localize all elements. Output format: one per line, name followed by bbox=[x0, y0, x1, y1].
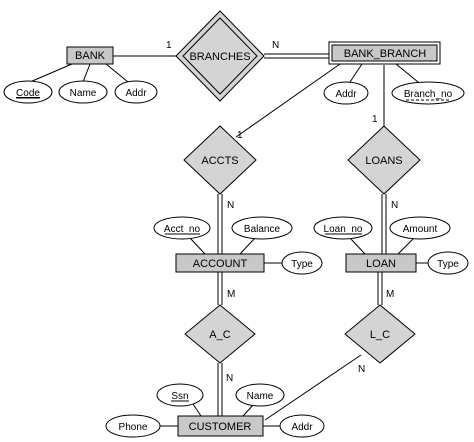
attribute-ssn-label: Ssn bbox=[171, 391, 188, 402]
entity-account-label: ACCOUNT bbox=[193, 258, 248, 270]
attribute-customer-addr: Addr bbox=[279, 414, 325, 438]
cardinality-branch-accts: 1 bbox=[237, 130, 243, 141]
attribute-bank-name: Name bbox=[58, 80, 108, 104]
entity-bank: BANK bbox=[66, 46, 114, 65]
entity-account: ACCOUNT bbox=[175, 253, 265, 273]
relationship-a-c: A_C bbox=[184, 304, 256, 364]
attribute-account-type-label: Type bbox=[291, 259, 313, 270]
attribute-phone-label: Phone bbox=[119, 422, 148, 433]
entity-loan: LOAN bbox=[345, 253, 417, 273]
attribute-loan-no: Loan_no bbox=[313, 216, 373, 240]
relationship-loans-label: LOANS bbox=[365, 155, 402, 167]
cardinality-loans-loan: N bbox=[391, 200, 398, 211]
attribute-bank-addr: Addr bbox=[114, 80, 158, 104]
cardinality-loan-lc: M bbox=[386, 289, 394, 300]
relationship-a-c-label: A_C bbox=[209, 329, 230, 341]
attribute-amount-label: Amount bbox=[403, 224, 438, 235]
attribute-bank-code-label: Code bbox=[16, 88, 40, 99]
attribute-loan-type: Type bbox=[427, 251, 469, 275]
entity-bank-branch: BANK_BRANCH bbox=[328, 41, 441, 65]
cardinality-ac-customer: N bbox=[226, 373, 233, 384]
attribute-acct-no: Acct_no bbox=[153, 216, 211, 240]
cardinality-branches-branch: N bbox=[272, 40, 279, 51]
entity-customer-label: CUSTOMER bbox=[189, 421, 252, 433]
cardinality-accts-account: N bbox=[227, 200, 234, 211]
attribute-bank-addr-label: Addr bbox=[125, 88, 147, 99]
relationship-branches-label: BRANCHES bbox=[189, 51, 250, 63]
relationship-loans: LOANS bbox=[347, 125, 421, 195]
relationship-l-c-label: L_C bbox=[370, 329, 390, 341]
attribute-loan-no-label: Loan_no bbox=[324, 224, 363, 235]
cardinality-labels: 1 N 1 N 1 N M N M N bbox=[166, 40, 398, 384]
entity-bank-branch-label: BANK_BRANCH bbox=[344, 48, 427, 60]
attribute-ssn: Ssn bbox=[156, 383, 204, 407]
entity-loan-label: LOAN bbox=[366, 258, 396, 270]
relationship-branches: BRANCHES bbox=[175, 10, 265, 102]
connector-lines bbox=[29, 53, 428, 427]
cardinality-bank-branches: 1 bbox=[166, 40, 172, 51]
attribute-customer-addr-label: Addr bbox=[291, 422, 313, 433]
attribute-bank-name-label: Name bbox=[70, 88, 97, 99]
attribute-balance: Balance bbox=[231, 216, 293, 240]
entity-bank-label: BANK bbox=[75, 50, 106, 62]
attribute-balance-label: Balance bbox=[244, 224, 281, 235]
cardinality-account-ac: M bbox=[227, 289, 235, 300]
attribute-bank-code: Code bbox=[3, 80, 53, 104]
attribute-customer-name: Name bbox=[235, 383, 285, 407]
attribute-loan-type-label: Type bbox=[437, 259, 459, 270]
attribute-branch-addr-label: Addr bbox=[335, 89, 357, 100]
relationship-accts-label: ACCTS bbox=[201, 155, 238, 167]
attribute-phone: Phone bbox=[105, 414, 161, 438]
attribute-branch-no: Branch_no bbox=[391, 81, 465, 105]
relationship-l-c: L_C bbox=[344, 304, 416, 364]
cardinality-branch-loans: 1 bbox=[372, 114, 378, 125]
attribute-amount: Amount bbox=[389, 216, 451, 240]
entity-customer: CUSTOMER bbox=[177, 415, 264, 437]
attribute-branch-addr: Addr bbox=[323, 81, 369, 105]
attribute-customer-name-label: Name bbox=[247, 391, 274, 402]
attribute-account-type: Type bbox=[281, 251, 323, 275]
attribute-acct-no-label: Acct_no bbox=[164, 224, 201, 235]
relationship-accts: ACCTS bbox=[183, 125, 257, 195]
attribute-branch-no-label: Branch_no bbox=[404, 89, 453, 100]
cardinality-lc-customer: N bbox=[358, 364, 365, 375]
